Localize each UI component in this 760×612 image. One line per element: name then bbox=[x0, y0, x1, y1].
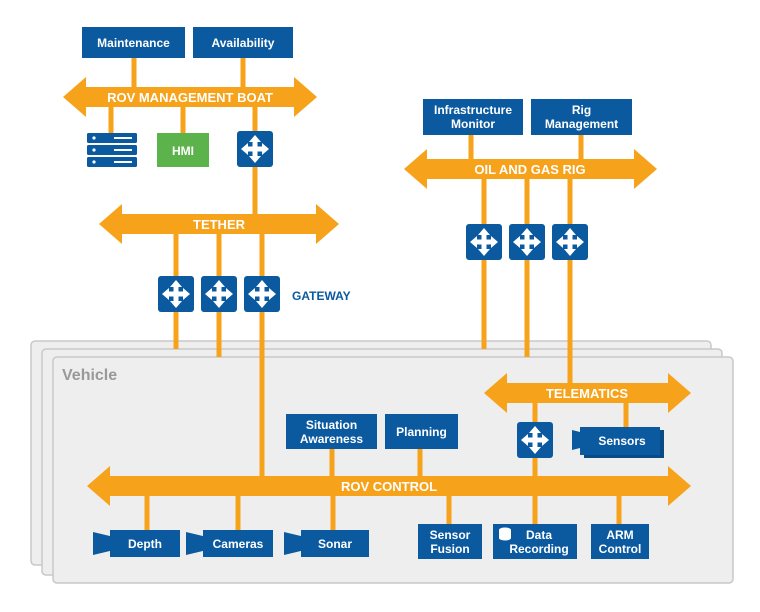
box-label-line2: Management bbox=[545, 117, 618, 131]
box-label: Depth bbox=[128, 537, 162, 551]
rig-management-box: Rig Management bbox=[531, 99, 632, 135]
box-label: Cameras bbox=[213, 537, 264, 551]
bus-rov-management-boat: ROV MANAGEMENT BOAT bbox=[63, 77, 317, 117]
bus-telematics: TELEMATICS bbox=[484, 373, 691, 413]
network-switch-icon bbox=[244, 276, 280, 312]
box-label-line1: Infrastructure bbox=[434, 103, 512, 117]
bus-tether: TETHER bbox=[99, 204, 339, 244]
box-label: Planning bbox=[396, 425, 447, 439]
network-switch-icon bbox=[552, 224, 588, 260]
camera-icon bbox=[572, 430, 588, 450]
sonar-box: Sonar bbox=[284, 530, 369, 557]
network-switch-icon bbox=[237, 131, 273, 167]
box-label-line2: Control bbox=[599, 542, 642, 556]
box-label-line2: Recording bbox=[509, 542, 568, 556]
planning-box: Planning bbox=[385, 414, 458, 449]
box-label: Maintenance bbox=[97, 36, 170, 50]
database-icon bbox=[499, 527, 511, 541]
availability-box: Availability bbox=[193, 27, 293, 58]
bus-label: ROV MANAGEMENT BOAT bbox=[107, 90, 273, 105]
bus-label: TELEMATICS bbox=[546, 386, 628, 401]
sensor-fusion-box: Sensor Fusion bbox=[418, 524, 482, 559]
server-stack-icon bbox=[87, 133, 137, 167]
bus-label: TETHER bbox=[193, 217, 246, 232]
vehicle-label: Vehicle bbox=[62, 367, 117, 384]
camera-icon bbox=[93, 532, 114, 555]
depth-box: Depth bbox=[93, 530, 180, 557]
box-label-line1: Rig bbox=[572, 103, 591, 117]
box-label: HMI bbox=[172, 144, 194, 158]
box-label: Availability bbox=[212, 36, 275, 50]
network-switch-icon bbox=[466, 224, 502, 260]
bus-rov-control: ROV CONTROL bbox=[87, 466, 691, 506]
box-label: Sonar bbox=[318, 537, 352, 551]
box-label-line1: Data bbox=[526, 528, 552, 542]
network-switch-icon bbox=[517, 422, 553, 458]
camera-icon bbox=[284, 532, 305, 555]
situation-awareness-box: Situation Awareness bbox=[286, 414, 377, 449]
bus-label: ROV CONTROL bbox=[341, 479, 437, 494]
box-label-line1: ARM bbox=[606, 528, 633, 542]
hmi-box: HMI bbox=[157, 133, 209, 167]
network-switch-icon bbox=[201, 276, 237, 312]
bus-label: OIL AND GAS RIG bbox=[474, 162, 585, 177]
camera-icon bbox=[186, 532, 207, 555]
box-label-line2: Monitor bbox=[451, 117, 495, 131]
bus-oil-and-gas-rig: OIL AND GAS RIG bbox=[404, 149, 657, 189]
box-label-line2: Awareness bbox=[300, 432, 363, 446]
data-recording-box: Data Recording bbox=[493, 524, 577, 559]
arm-control-box: ARM Control bbox=[591, 524, 649, 559]
gateway-label: GATEWAY bbox=[292, 289, 351, 303]
network-switch-icon bbox=[158, 276, 194, 312]
maintenance-box: Maintenance bbox=[82, 27, 185, 58]
cameras-box: Cameras bbox=[186, 530, 273, 557]
network-switch-icon bbox=[509, 224, 545, 260]
sensors-box: Sensors bbox=[572, 427, 664, 458]
box-label-line1: Sensor bbox=[430, 528, 471, 542]
box-label-line2: Fusion bbox=[430, 542, 469, 556]
infrastructure-monitor-box: Infrastructure Monitor bbox=[423, 99, 523, 135]
box-label: Sensors bbox=[598, 434, 646, 448]
box-label-line1: Situation bbox=[306, 418, 357, 432]
